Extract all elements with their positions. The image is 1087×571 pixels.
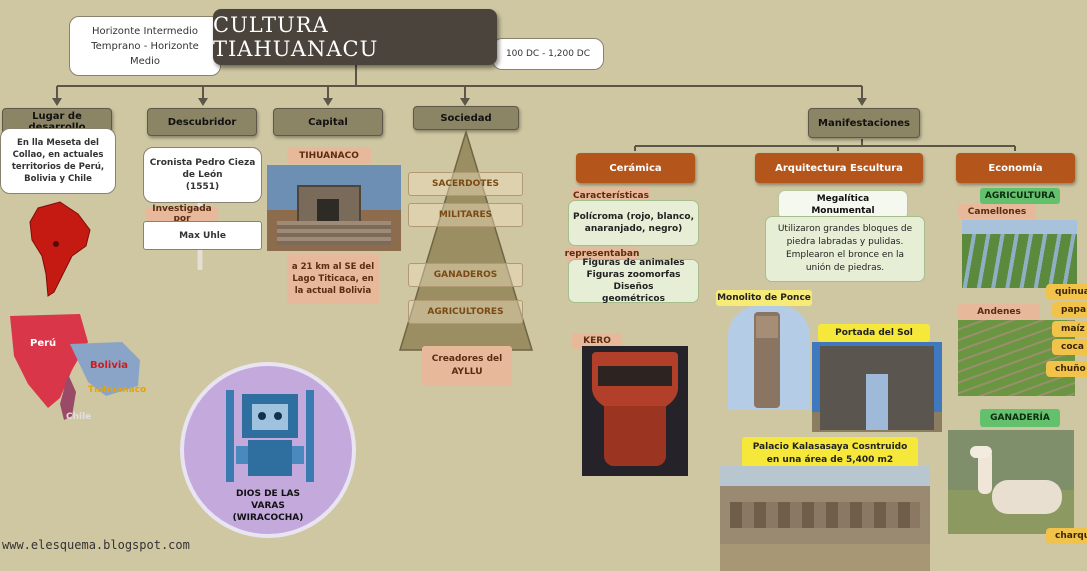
pyramid-level-sacerdotes: SACERDOTES xyxy=(408,172,523,196)
cultivo-chuno: chuño xyxy=(1046,361,1087,377)
descubridor-year: (1551) xyxy=(185,182,220,192)
cultivo-quinua: quinua xyxy=(1046,284,1087,300)
charqui-tag: charqui xyxy=(1046,528,1087,544)
investigada-label: Investigada por xyxy=(146,204,218,224)
map-label-chile: Chile xyxy=(66,412,92,422)
pyramid-level-ganaderos: GANADEROS xyxy=(408,263,523,287)
lugar-text: En lla Meseta del Collao, en actuales te… xyxy=(11,138,105,184)
arquitectura-desc-box: Utilizaron grandes bloques de piedra lab… xyxy=(765,216,925,282)
cultivo-maiz: maíz xyxy=(1052,321,1087,337)
investigador-box: Max Uhle xyxy=(143,221,262,250)
page-title: CULTURA TIAHUANACU xyxy=(213,9,497,65)
south-america-map xyxy=(29,201,91,297)
node-capital: Capital xyxy=(273,108,383,136)
capital-location: a 21 km al SE del Lago Titicaca, en la a… xyxy=(287,254,379,304)
portada-label: Portada del Sol xyxy=(818,324,930,342)
policroma-box: Polícroma (rojo, blanco, anaranjado, neg… xyxy=(568,200,699,246)
ganaderia-label: GANADERÍA xyxy=(980,409,1060,427)
monolito-photo xyxy=(728,306,810,410)
footer-url[interactable]: www.elesquema.blogspot.com xyxy=(2,538,190,552)
map-label-bolivia: Bolivia xyxy=(90,360,129,371)
megalitica-text: Megalítica Monumental xyxy=(811,194,875,216)
node-manifestaciones: Manifestaciones xyxy=(808,108,920,138)
camellones-label: Camellones xyxy=(958,204,1036,219)
map-label-tiahuanaco: Tiahuanaco xyxy=(88,385,147,395)
cultivo-coca: coca xyxy=(1052,339,1087,355)
palacio-label: Palacio Kalasasaya Cosntruido en una áre… xyxy=(742,437,918,471)
period-box: Horizonte Intermedio Temprano - Horizont… xyxy=(69,16,221,76)
investigador-name: Max Uhle xyxy=(179,230,226,241)
deity-label: DIOS DE LAS VARAS (WIRACOCHA) xyxy=(232,489,304,523)
region-map xyxy=(10,314,140,420)
palacio-photo xyxy=(720,466,930,571)
node-sociedad: Sociedad xyxy=(413,106,519,130)
megalitica-box: Megalítica Monumental xyxy=(778,190,908,220)
agricultura-label: AGRICULTURA xyxy=(980,188,1060,204)
node-ceramica: Cerámica xyxy=(576,153,695,183)
node-descubridor: Descubridor xyxy=(147,108,257,136)
capital-photo xyxy=(267,165,401,251)
llama-photo xyxy=(948,430,1074,534)
descubridor-box: Cronista Pedro Cieza de León (1551) xyxy=(143,147,262,203)
wiracocha-icon xyxy=(226,390,314,482)
monolito-label: Monolito de Ponce xyxy=(716,290,812,306)
map-label-peru: Perú xyxy=(30,338,57,349)
ayllu-note: Creadores del AYLLU xyxy=(422,346,512,386)
descubridor-name: Cronista Pedro Cieza de León xyxy=(149,158,256,180)
andenes-label: Andenes xyxy=(958,304,1040,320)
node-economia: Economía xyxy=(956,153,1075,183)
pyramid-level-agricultores: AGRICULTORES xyxy=(408,300,523,324)
policroma-text: Polícroma (rojo, blanco, anaranjado, neg… xyxy=(573,212,694,234)
kero-photo xyxy=(582,346,688,476)
pyramid-level-militares: MILITARES xyxy=(408,203,523,227)
arquitectura-desc: Utilizaron grandes bloques de piedra lab… xyxy=(777,224,913,273)
node-arquitectura: Arquitectura Escultura xyxy=(755,153,923,183)
dates-text: 100 DC - 1,200 DC xyxy=(505,49,591,59)
portada-photo xyxy=(812,342,942,432)
capital-name: TIHUANACO xyxy=(287,147,371,164)
figuras-box: Figuras de animales Figuras zoomorfas Di… xyxy=(568,258,699,304)
deity-circle: DIOS DE LAS VARAS (WIRACOCHA) xyxy=(180,362,356,538)
camellones-photo xyxy=(962,220,1077,288)
kero-label: KERO xyxy=(572,333,622,349)
caracteristicas-label: Características xyxy=(572,188,650,203)
cultivo-papa: papa xyxy=(1052,302,1087,318)
dates-box: 100 DC - 1,200 DC xyxy=(492,38,604,70)
representaban-label: representaban xyxy=(564,247,640,261)
period-text: Horizonte Intermedio Temprano - Horizont… xyxy=(91,25,199,67)
lugar-text-box: En lla Meseta del Collao, en actuales te… xyxy=(0,128,116,194)
figuras-text: Figuras de animales Figuras zoomorfas Di… xyxy=(582,258,685,304)
